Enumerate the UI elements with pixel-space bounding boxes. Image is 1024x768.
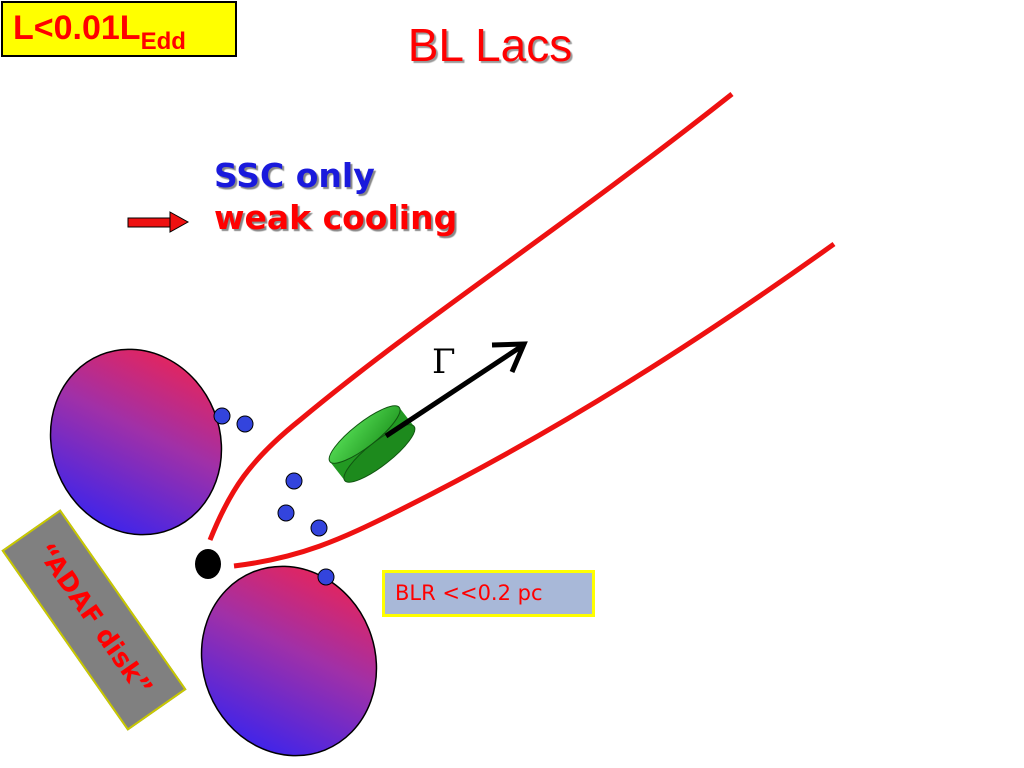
torus-upper	[49, 348, 223, 536]
luminosity-main: L<0.01L	[13, 9, 141, 47]
blr-label: BLR <<0.2 pc	[395, 581, 543, 605]
blr-cloud	[277, 504, 295, 522]
blr-cloud	[213, 407, 231, 425]
luminosity-label-box: L<0.01LEdd	[1, 1, 237, 57]
gamma-arrow-shaft	[384, 343, 524, 439]
gamma-label: Γ	[432, 342, 456, 382]
torus-lower	[200, 565, 378, 757]
blr-cloud	[236, 415, 254, 433]
luminosity-label: L<0.01LEdd	[13, 9, 186, 55]
gamma-arrow-head	[491, 341, 528, 373]
blr-cloud	[285, 472, 303, 490]
slide-title: BL Lacs	[407, 19, 573, 71]
jet-upper-wall	[207, 92, 734, 541]
jet-lower-wall	[233, 241, 836, 569]
note-weak-cooling: weak cooling	[214, 198, 458, 237]
black-hole	[195, 549, 221, 579]
note-ssc-only: SSC only	[214, 156, 375, 195]
luminosity-subscript: Edd	[140, 28, 186, 55]
blr-cloud	[317, 568, 335, 586]
blr-cloud	[310, 519, 328, 537]
emitting-blob	[328, 405, 416, 483]
red-arrow-icon	[127, 211, 190, 233]
blr-label-box: BLR <<0.2 pc	[382, 570, 595, 617]
